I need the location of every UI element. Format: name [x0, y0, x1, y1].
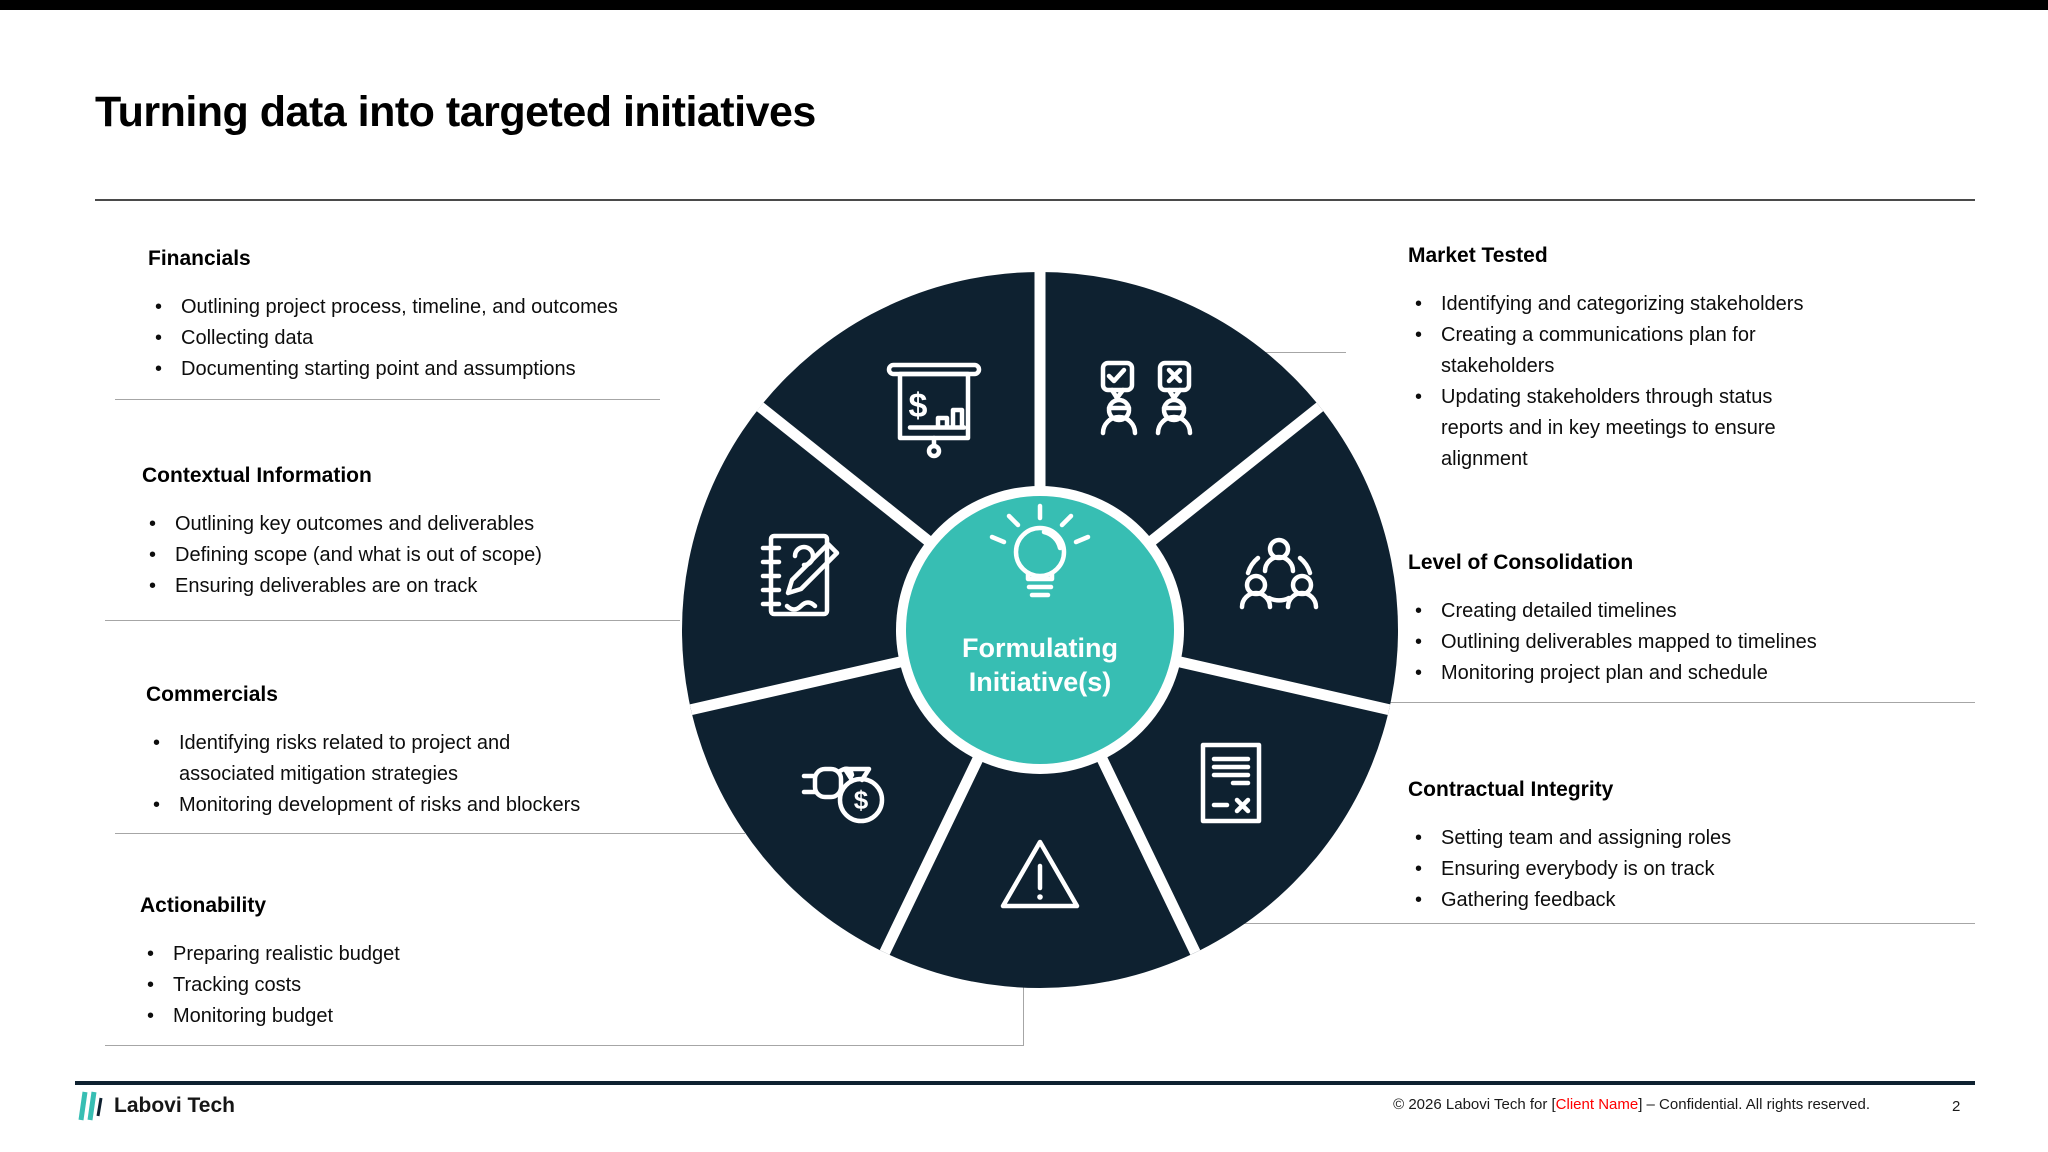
section-level-of-consolidation: Level of Consolidation Creating detailed…: [1408, 550, 1898, 689]
people-vote-icon: [1100, 360, 1193, 436]
title-underline: [95, 199, 1975, 201]
bullet-list: Creating detailed timelines Outlining de…: [1408, 596, 1898, 689]
center-label: Formulating Initiative(s): [890, 631, 1190, 699]
lightbulb-icon: [989, 503, 1091, 598]
center-label-line1: Formulating: [962, 633, 1118, 663]
bullet-item: Outlining project process, timeline, and…: [148, 292, 728, 323]
connector-level-of-consolidation: [1384, 702, 1975, 703]
bullet-item: Tracking costs: [140, 970, 560, 1001]
bullet-item: Monitoring project plan and schedule: [1408, 658, 1898, 689]
bullet-item: Updating stakeholders through status rep…: [1408, 382, 1808, 475]
initiative-wheel: $: [682, 272, 1398, 988]
connector-commercials: [115, 833, 745, 834]
bullet-item: Outlining key outcomes and deliverables: [142, 509, 722, 540]
team-network-icon: [1239, 537, 1319, 610]
bullet-item: Monitoring development of risks and bloc…: [146, 790, 581, 821]
copyright-suffix: ] – Confidential. All rights reserved.: [1638, 1096, 1870, 1113]
center-circle: [906, 496, 1174, 764]
connector-actionability-horizontal: [105, 1045, 1024, 1046]
bullet-item: Collecting data: [148, 323, 728, 354]
connector-financials: [115, 399, 660, 400]
bullet-item: Ensuring everybody is on track: [1408, 854, 1898, 885]
bullet-item: Identifying risks related to project and…: [146, 728, 581, 790]
bullet-item: Outlining deliverables mapped to timelin…: [1408, 627, 1898, 658]
bullet-item: Monitoring budget: [140, 1001, 560, 1032]
connector-contextual: [105, 620, 680, 621]
bullet-list: Outlining project process, timeline, and…: [148, 292, 728, 385]
bullet-item: Preparing realistic budget: [140, 939, 560, 970]
section-heading: Market Tested: [1408, 244, 1548, 267]
footer-copyright: © 2026 Labovi Tech for [Client Name] – C…: [1393, 1096, 1870, 1113]
contract-document-icon: [1200, 742, 1262, 824]
labovi-tech-logo: Labovi Tech: [78, 1090, 235, 1122]
bullet-list: Preparing realistic budget Tracking cost…: [140, 939, 560, 1032]
bullet-list: Outlining key outcomes and deliverables …: [142, 509, 722, 602]
copyright-prefix: © 2026 Labovi Tech for [: [1393, 1096, 1556, 1113]
section-heading: Contractual Integrity: [1408, 778, 1614, 801]
bullet-list: Identifying and categorizing stakeholder…: [1408, 289, 1808, 475]
bullet-item: Creating detailed timelines: [1408, 596, 1898, 627]
notebook-pen-icon: [760, 533, 840, 617]
center-label-line2: Initiative(s): [968, 667, 1112, 697]
connector-market-tested: [1228, 352, 1346, 353]
section-contractual-integrity: Contractual Integrity Setting team and a…: [1408, 777, 1898, 916]
bullet-list: Setting team and assigning roles Ensurin…: [1408, 823, 1898, 916]
section-heading: Financials: [148, 247, 251, 270]
section-heading: Commercials: [146, 683, 278, 706]
section-contextual-information: Contextual Information Outlining key out…: [142, 463, 722, 602]
slide-title: Turning data into targeted initiatives: [95, 88, 816, 136]
section-heading: Contextual Information: [142, 464, 372, 487]
section-commercials: Commercials Identifying risks related to…: [146, 682, 581, 821]
page-number: 2: [1952, 1098, 1961, 1115]
svg-text:$: $: [909, 387, 928, 425]
bullet-list: Identifying risks related to project and…: [146, 728, 581, 821]
bullet-item: Defining scope (and what is out of scope…: [142, 540, 722, 571]
screen-top-edge: [0, 0, 2048, 10]
connector-contractual-integrity: [1240, 923, 1975, 924]
section-actionability: Actionability Preparing realistic budget…: [140, 893, 560, 1032]
connector-actionability-vertical: [1023, 983, 1024, 1046]
bullet-item: Ensuring deliverables are on track: [142, 571, 722, 602]
money-bag-icon: $: [801, 766, 885, 824]
client-name-placeholder: Client Name: [1555, 1096, 1639, 1113]
section-market-tested: Market Tested Identifying and categorizi…: [1408, 243, 1808, 475]
bullet-item: Documenting starting point and assumptio…: [148, 354, 728, 385]
footer-logo-text: Labovi Tech: [114, 1094, 235, 1117]
bullet-item: Identifying and categorizing stakeholder…: [1408, 289, 1808, 320]
labovi-logo-icon: [78, 1091, 103, 1121]
warning-triangle-icon: [1000, 839, 1080, 909]
bullet-item: Creating a communications plan for stake…: [1408, 320, 1808, 382]
presentation-chart-icon: $: [886, 362, 982, 459]
bullet-item: Setting team and assigning roles: [1408, 823, 1898, 854]
svg-text:$: $: [854, 785, 869, 815]
section-heading: Actionability: [140, 894, 267, 917]
section-heading: Level of Consolidation: [1408, 551, 1634, 574]
footer-divider: [75, 1081, 1975, 1085]
bullet-item: Gathering feedback: [1408, 885, 1898, 916]
section-financials: Financials Outlining project process, ti…: [148, 246, 728, 385]
